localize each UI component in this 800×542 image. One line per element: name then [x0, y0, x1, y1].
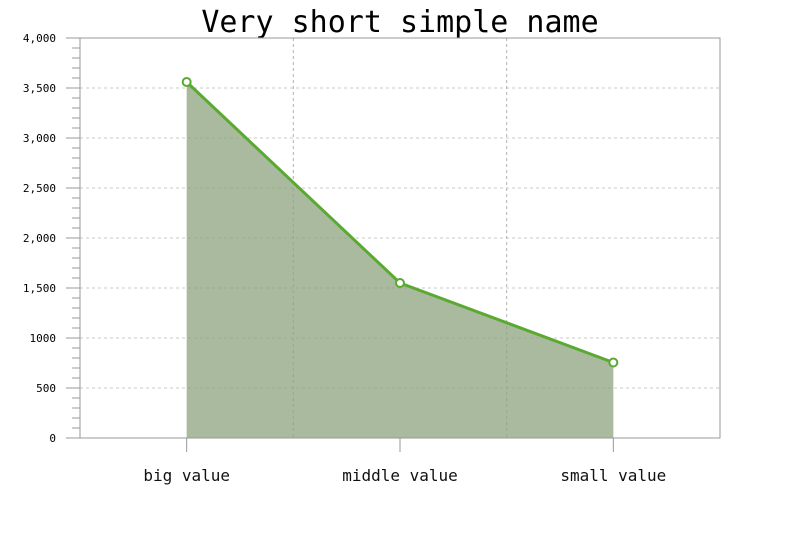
y-tick-label: 4,000	[23, 32, 56, 45]
data-point	[181, 77, 192, 87]
data-point	[395, 278, 405, 288]
y-tick-label: 3,000	[23, 132, 56, 145]
y-tick-label: 0	[49, 432, 56, 445]
data-markers	[181, 77, 619, 368]
data-point	[608, 357, 619, 368]
plot-area	[185, 80, 614, 438]
y-tick-label: 1000	[30, 332, 57, 345]
y-axis-ticks: 0 500 1000 1,500 2,000 2,500 3,000 3,500 4,000	[23, 32, 80, 445]
x-axis-ticks: big value middle value small value	[143, 438, 666, 485]
x-tick-label: middle value	[342, 466, 458, 485]
y-tick-label: 500	[36, 382, 56, 395]
chart-title: Very short simple name	[201, 5, 598, 40]
y-tick-label: 1,500	[23, 282, 56, 295]
y-tick-label: 2,000	[23, 232, 56, 245]
y-tick-label: 2,500	[23, 182, 56, 195]
y-tick-label: 3,500	[23, 82, 56, 95]
x-tick-label: big value	[143, 466, 230, 485]
x-tick-label: small value	[560, 466, 666, 485]
area-fill	[186, 82, 614, 438]
